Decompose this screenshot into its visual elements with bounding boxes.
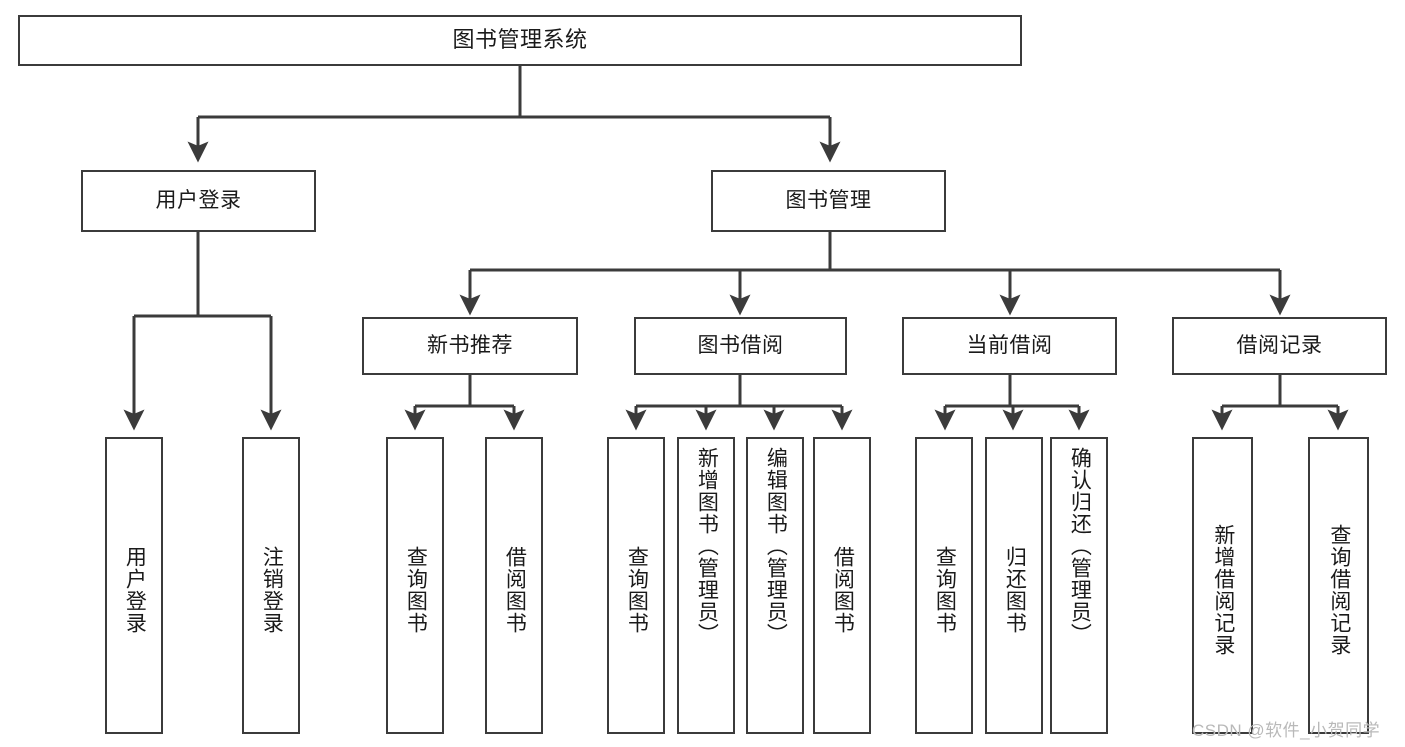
node-borrow-record[interactable]: 借阅记录 bbox=[1172, 317, 1387, 375]
node-label: 当前借阅 bbox=[966, 334, 1053, 358]
leaf-current-return-book[interactable]: 归还图书 bbox=[985, 437, 1043, 734]
node-label: 查询图书 bbox=[404, 545, 428, 634]
node-label: 确认归还（管理员） bbox=[1068, 447, 1092, 645]
leaf-user-login-login[interactable]: 用户登录 bbox=[105, 437, 163, 734]
leaf-current-query-book[interactable]: 查询图书 bbox=[915, 437, 973, 734]
leaf-current-confirm-return-admin[interactable]: 确认归还（管理员） bbox=[1050, 437, 1108, 734]
leaf-borrow-borrow-book[interactable]: 借阅图书 bbox=[813, 437, 871, 734]
node-label: 归还图书 bbox=[1003, 545, 1027, 634]
leaf-borrow-add-book-admin[interactable]: 新增图书（管理员） bbox=[677, 437, 735, 734]
node-label: 查询借阅记录 bbox=[1327, 523, 1351, 656]
node-label: 新增图书（管理员） bbox=[695, 447, 719, 645]
node-book-management[interactable]: 图书管理 bbox=[711, 170, 946, 232]
node-label: 借阅图书 bbox=[831, 545, 855, 634]
leaf-user-login-logout[interactable]: 注销登录 bbox=[242, 437, 300, 734]
node-label: 编辑图书（管理员） bbox=[764, 447, 788, 645]
csdn-watermark: CSDN @软件_小贺同学 bbox=[1192, 721, 1381, 740]
node-label: 图书管理 bbox=[785, 189, 872, 213]
leaf-recommend-query-book[interactable]: 查询图书 bbox=[386, 437, 444, 734]
node-book-borrow[interactable]: 图书借阅 bbox=[634, 317, 847, 375]
leaf-record-query-record[interactable]: 查询借阅记录 bbox=[1308, 437, 1369, 734]
node-label: 借阅记录 bbox=[1236, 334, 1323, 358]
node-current-borrow[interactable]: 当前借阅 bbox=[902, 317, 1117, 375]
node-label: 查询图书 bbox=[933, 545, 957, 634]
node-label: 用户登录 bbox=[123, 545, 147, 634]
leaf-borrow-edit-book-admin[interactable]: 编辑图书（管理员） bbox=[746, 437, 804, 734]
node-label: 查询图书 bbox=[625, 545, 649, 634]
leaf-record-add-record[interactable]: 新增借阅记录 bbox=[1192, 437, 1253, 734]
node-label: 新增借阅记录 bbox=[1211, 523, 1235, 656]
node-label: 新书推荐 bbox=[427, 334, 513, 358]
node-new-book-recommend[interactable]: 新书推荐 bbox=[362, 317, 578, 375]
node-label: 注销登录 bbox=[260, 545, 284, 634]
node-root-system[interactable]: 图书管理系统 bbox=[18, 15, 1022, 66]
node-label: 用户登录 bbox=[155, 189, 242, 213]
leaf-borrow-query-book[interactable]: 查询图书 bbox=[607, 437, 665, 734]
leaf-recommend-borrow-book[interactable]: 借阅图书 bbox=[485, 437, 543, 734]
node-label: 图书管理系统 bbox=[452, 27, 588, 53]
node-label: 图书借阅 bbox=[697, 334, 784, 358]
node-label: 借阅图书 bbox=[503, 545, 527, 634]
node-user-login[interactable]: 用户登录 bbox=[81, 170, 316, 232]
